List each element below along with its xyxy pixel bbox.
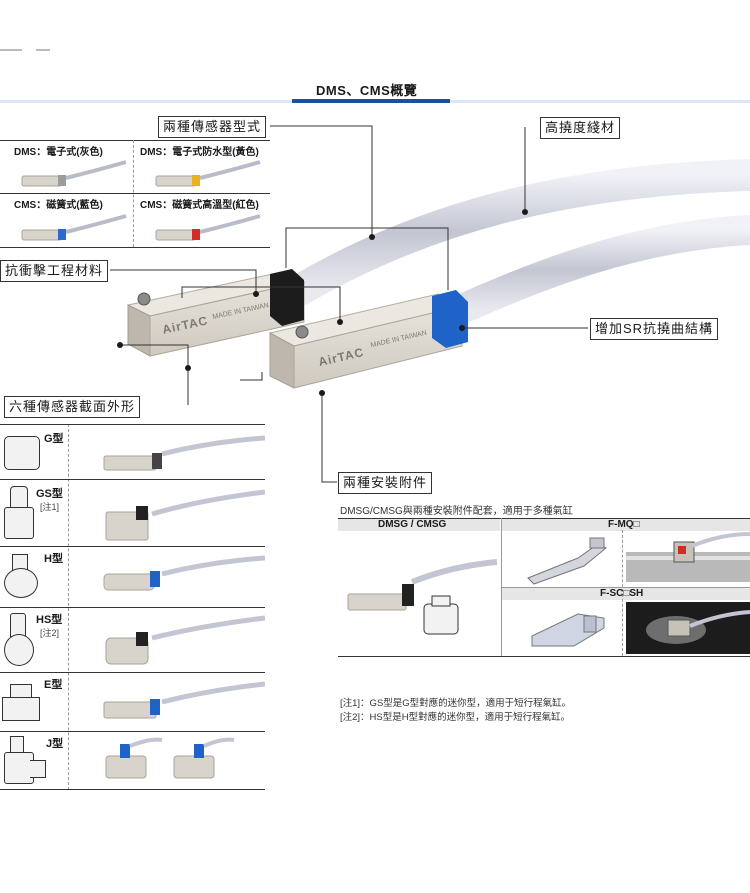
- row-rule: [0, 672, 265, 673]
- hs-section-shape-ball: [4, 634, 34, 666]
- callout-six-sections: 六種傳感器截面外形: [4, 396, 141, 418]
- section-type-label: GS型: [36, 488, 63, 500]
- table-top-rule: [0, 140, 270, 141]
- accessory-header-bar-3: [502, 588, 750, 600]
- accessory-intro: DMSG/CMSG與兩種安裝附件配套，適用于多種氣缸: [340, 506, 573, 517]
- footnote-1: [注1]：GS型是G型對應的迷你型，適用于短行程氣缸。: [340, 698, 572, 709]
- sensor-thumb-blue: [21, 214, 127, 241]
- section-note: [注1]: [40, 502, 60, 512]
- e-section-shape-top: [10, 684, 32, 698]
- callout-sr-bend: 增加SR抗撓曲結構: [590, 318, 719, 340]
- accessory-header-bar-2: [502, 519, 750, 531]
- section-note: [注2]: [40, 628, 60, 638]
- accessory-table-top-rule: [338, 518, 750, 519]
- fsc-bracket-image: [531, 613, 605, 647]
- header-accent-bar: [292, 99, 450, 103]
- table-mid-rule: [0, 193, 270, 194]
- callout-flex-cable: 高撓度綫材: [540, 117, 621, 139]
- accessory-table: DMSG / CMSG F-MQ□ F-SC□SH: [338, 518, 750, 658]
- footnote-2: [注2]：HS型是H型對應的迷你型，適用于短行程氣缸。: [340, 712, 571, 723]
- section-type-label: J型: [46, 738, 64, 750]
- sensor-thumb-yellow: [155, 160, 261, 187]
- row-rule: [0, 789, 265, 790]
- e-section-shape-bottom: [2, 697, 40, 721]
- table-vertical-divider: [133, 140, 134, 247]
- section-type-label: E型: [44, 679, 63, 691]
- g-section-shape: [4, 436, 40, 470]
- accessory-col-divider: [501, 518, 502, 656]
- top-dash-2: [36, 49, 50, 51]
- h-type-sensor-image: [103, 555, 265, 591]
- section-type-label: H型: [44, 553, 63, 565]
- callout-two-accessories: 兩種安裝附件: [338, 472, 433, 494]
- sensor-thumb-grey: [21, 160, 127, 187]
- page-title: DMS、CMS概覽: [316, 83, 418, 98]
- section-type-label: HS型: [36, 614, 63, 626]
- h-section-shape-ball: [4, 568, 38, 598]
- callout-two-sensor-types: 兩種傳感器型式: [158, 116, 267, 138]
- gs-section-shape-bottom: [4, 507, 34, 539]
- sensor-type-label: CMS：磁簧式(藍色): [14, 200, 103, 211]
- sensor-type-label: DMS：電子式防水型(黃色): [140, 147, 259, 158]
- accessory-col-fsc: F-SC□SH: [600, 588, 644, 599]
- accessory-col-fmq: F-MQ□: [608, 519, 640, 530]
- hs-type-sensor-image: [105, 615, 265, 665]
- gs-section-shape-top: [10, 486, 28, 508]
- row-rule: [0, 479, 265, 480]
- sensor-type-label: DMS：電子式(灰色): [14, 147, 103, 158]
- accessory-header-bar-1: [338, 519, 500, 531]
- gs-type-sensor-image: [105, 489, 265, 541]
- row-rule: [0, 607, 265, 608]
- accessory-table-bottom-rule: [338, 656, 750, 657]
- sensor-type-label: CMS：磁簧式高溫型(紅色): [140, 200, 259, 211]
- j-section-shape-hook: [30, 760, 46, 778]
- main-product-illustration: [126, 159, 750, 389]
- fsc-mounted-image: [626, 602, 750, 654]
- accessory-inner-divider: [622, 530, 623, 656]
- j-type-sensor-image: [105, 737, 235, 779]
- row-rule: [0, 424, 265, 425]
- accessory-col-dmsg: DMSG / CMSG: [378, 519, 447, 530]
- callout-impact-material: 抗衝擊工程材料: [0, 260, 109, 282]
- row-rule: [0, 731, 265, 732]
- top-dash-1: [0, 49, 22, 51]
- sensor-type-table: DMS：電子式(灰色) DMS：電子式防水型(黃色) CMS：磁簧式(藍色) C…: [0, 140, 270, 248]
- fmq-mounted-image: [626, 532, 750, 582]
- e-type-sensor-image: [103, 681, 265, 719]
- row-rule: [0, 546, 265, 547]
- fmq-bracket-image: [527, 537, 607, 585]
- table-bottom-rule: [0, 247, 270, 248]
- sensor-thumb-red: [155, 214, 261, 241]
- accessory-row-divider: [502, 587, 750, 588]
- dmsg-sensor-image: [347, 559, 497, 635]
- section-table: G型 GS型 [注1] H型 HS型 [注2] E型 J型: [0, 424, 265, 790]
- g-type-sensor-image: [103, 435, 265, 471]
- section-type-label: G型: [44, 433, 64, 445]
